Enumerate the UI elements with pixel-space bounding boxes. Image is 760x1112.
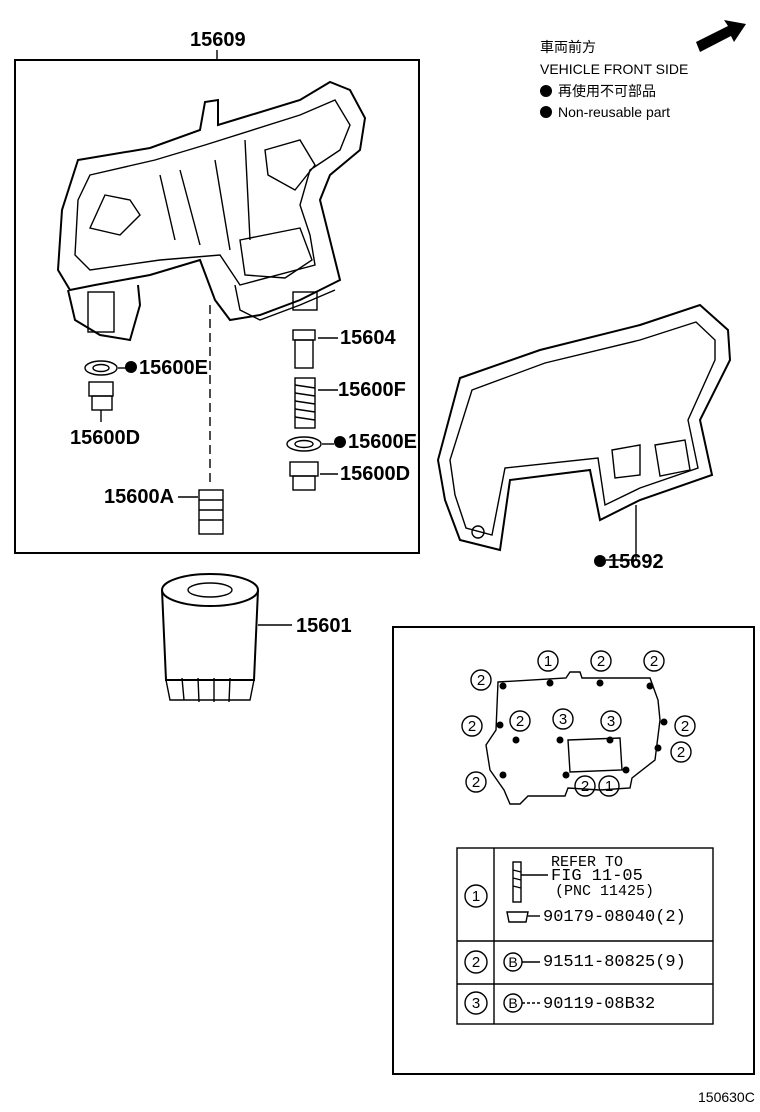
bolt-marker: 2 [670,741,692,763]
bolt-map-frame [392,626,755,1075]
bolt-marker: 3 [600,710,622,732]
label-filter: 15601 [296,615,352,637]
bolt-map-group [392,626,755,1075]
nonreuse-dot-icon [540,106,552,118]
row-number: 1 [472,888,480,905]
sleeve-part [198,489,224,535]
svg-text:2: 2 [472,774,480,791]
label-sleeve: 15600A [104,486,174,508]
gasket-left-part [84,360,118,376]
svg-text:2: 2 [516,713,524,730]
svg-text:2: 2 [677,744,685,761]
nonreuse-dot-icon [334,436,346,448]
label-oil-pan: 15609 [190,29,246,51]
plug-right-part [289,461,319,491]
label-plug-right: 15600D [340,463,410,485]
nonreuse-dot-icon [594,555,606,567]
pan-gasket-part [436,303,732,552]
nonreuse-dot-icon [540,85,552,97]
refer-line-3: (PNC 11425) [555,883,654,900]
label-plug-left: 15600D [70,427,140,449]
legend-nonreuse-jp: 再使用不可部品 [558,83,656,99]
label-spring: 15600F [338,379,406,401]
front-arrow-icon [696,20,746,52]
part-number: 91511-80825(9) [543,953,686,972]
row-number: 3 [472,995,480,1012]
table-row: 2 B 91511-80825(9) [464,950,686,974]
svg-text:2: 2 [468,718,476,735]
svg-text:B: B [508,954,517,970]
spring-part [294,377,316,429]
nonreuse-dot-icon [125,361,137,373]
legend-title-en: VEHICLE FRONT SIDE [540,61,688,77]
bolt-marker: 2 [461,715,483,737]
svg-text:2: 2 [650,653,658,670]
oil-pan-group: 15609 15604 [14,29,420,554]
table-row: 1 REFER TO FIG 11-05 (PNC 11425) 90179-0… [464,854,686,927]
bolt-marker: 2 [470,669,492,691]
figure-code: 150630C [698,1089,755,1105]
refer-line-2: FIG 11-05 [551,867,643,886]
bolt-marker: 3 [552,708,574,730]
bolt-marker: 2 [574,775,596,797]
label-valve-plug: 15604 [340,327,396,349]
oil-pan-frame [14,59,420,554]
row-number: 2 [472,954,480,971]
oil-filter-part [161,573,259,703]
svg-text:2: 2 [597,653,605,670]
svg-text:B: B [508,995,517,1011]
svg-text:1: 1 [544,653,552,670]
part-number: 90179-08040(2) [543,908,686,927]
bolt-marker: 2 [465,771,487,793]
bolt-marker: 1 [537,650,559,672]
label-gasket-left: 15600E [139,357,208,379]
bolt-marker: 2 [590,650,612,672]
stud-bolt-icon [512,861,522,903]
bolt-marker: 1 [598,775,620,797]
svg-text:3: 3 [607,713,615,730]
oil-pan-drawing [56,80,367,342]
label-gasket-right: 15600E [348,431,417,453]
part-number: 90119-08B32 [543,995,655,1014]
svg-text:2: 2 [477,672,485,689]
table-row: 3 B 90119-08B32 [464,991,655,1015]
legend: 車両前方 VEHICLE FRONT SIDE 再使用不可部品 Non-reus… [540,20,746,120]
svg-text:3: 3 [559,711,567,728]
refer-line-1: REFER TO [551,854,623,871]
bolt-table: 1 REFER TO FIG 11-05 (PNC 11425) 90179-0… [456,847,714,1025]
gasket-right-part [286,436,322,452]
label-pan-gasket: 15692 [608,551,664,573]
svg-text:1: 1 [605,778,613,795]
legend-nonreuse-en: Non-reusable part [558,104,670,120]
bolt-marker: 2 [509,710,531,732]
plug-left-part [88,381,114,411]
legend-title-jp: 車両前方 [540,39,596,55]
bolt-marker: 2 [674,715,696,737]
svg-text:2: 2 [681,718,689,735]
nut-icon [506,911,529,923]
valve-plug-part [292,329,316,369]
bolt-marker: 2 [643,650,665,672]
svg-text:2: 2 [581,778,589,795]
